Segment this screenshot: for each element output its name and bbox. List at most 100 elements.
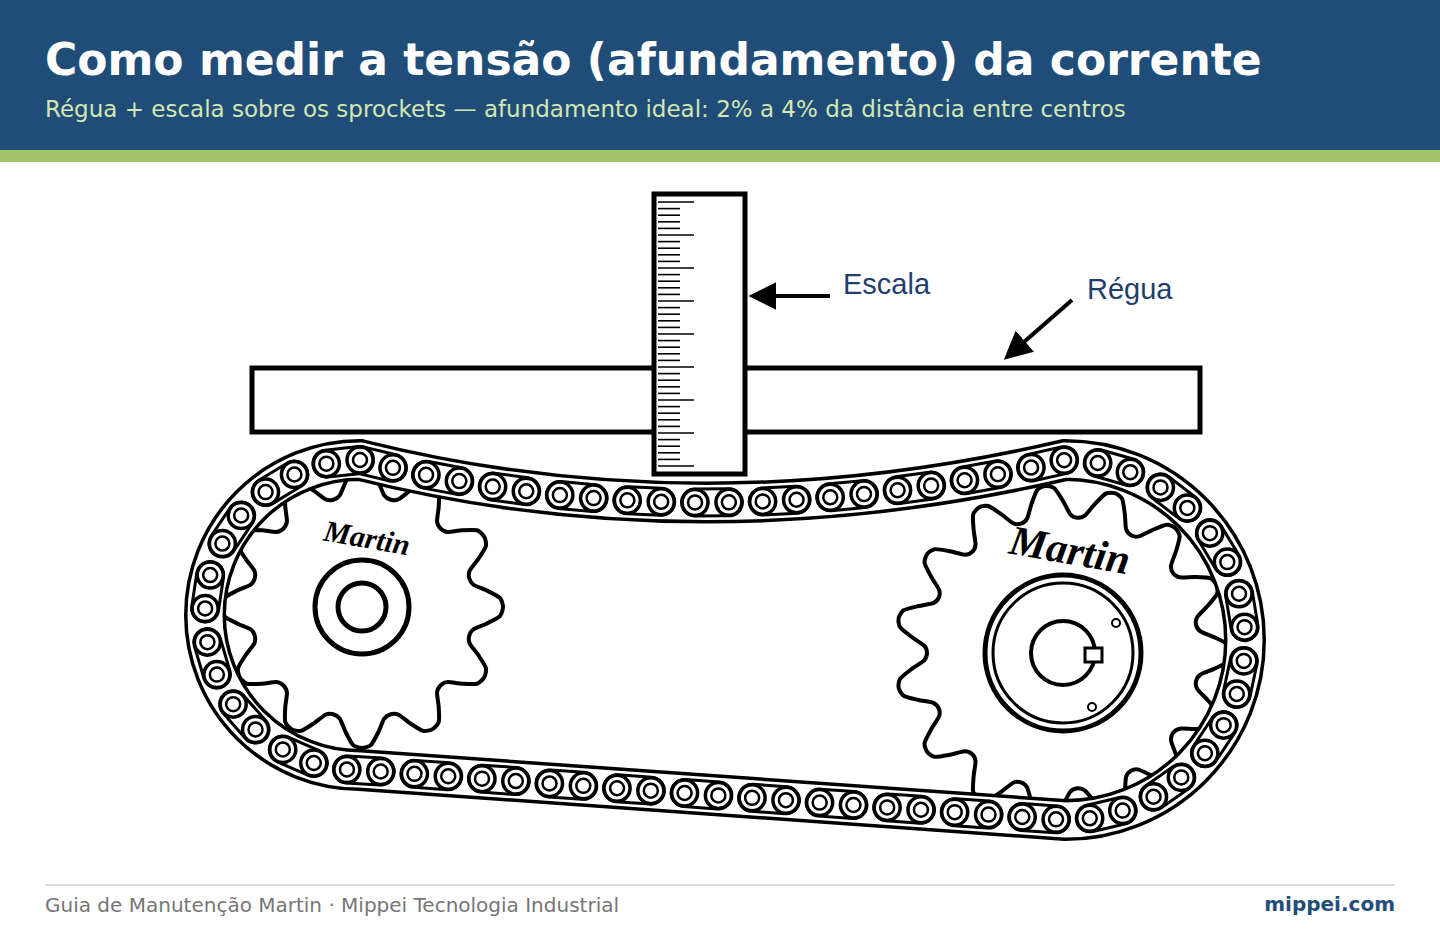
pin — [475, 772, 489, 786]
scale-tick — [658, 221, 680, 223]
roller — [682, 489, 708, 515]
roller — [1141, 784, 1167, 810]
scale-tick — [658, 274, 680, 276]
roller — [1009, 804, 1035, 830]
roller — [908, 797, 934, 823]
roller — [817, 484, 843, 510]
roller — [784, 487, 810, 513]
scale-tick — [658, 241, 680, 243]
roller — [192, 595, 218, 621]
pin — [553, 488, 567, 502]
roller — [1110, 798, 1136, 824]
roller-chain — [192, 447, 1257, 832]
roller — [1231, 648, 1257, 674]
scale-tick — [658, 327, 680, 329]
roller — [750, 488, 776, 514]
pin — [1203, 526, 1217, 540]
pin — [678, 786, 692, 800]
sprocket-hubs — [315, 560, 1141, 731]
scale-bar — [654, 194, 745, 474]
roller — [1232, 614, 1258, 640]
pin — [924, 479, 938, 493]
pin — [353, 453, 367, 467]
scale-tick — [658, 307, 680, 309]
pin — [1232, 587, 1246, 601]
pin — [319, 457, 333, 471]
scale-tick — [658, 208, 680, 210]
pin — [198, 601, 212, 615]
roller — [1018, 455, 1044, 481]
scale-tick — [658, 294, 680, 296]
pin — [846, 798, 860, 812]
pin — [1049, 812, 1063, 826]
pin — [813, 796, 827, 810]
pin — [857, 487, 871, 501]
chain-plates — [205, 460, 1245, 820]
callout-label: Régua — [1087, 273, 1172, 306]
pin — [386, 461, 400, 475]
roller — [985, 461, 1011, 487]
pin — [1237, 654, 1251, 668]
scale-tick — [658, 234, 694, 236]
callout-label: Escala — [843, 268, 930, 301]
roller — [537, 770, 563, 796]
pin — [1015, 810, 1029, 824]
pin — [981, 808, 995, 822]
footer-link: mippei.com — [1264, 892, 1395, 916]
roller — [1224, 681, 1250, 707]
scale-tick — [658, 280, 680, 282]
pin — [756, 494, 770, 508]
roller — [840, 792, 866, 818]
roller — [270, 736, 296, 762]
pin — [1116, 804, 1130, 818]
scale-tick — [658, 313, 680, 315]
roller — [194, 629, 220, 655]
pin — [543, 776, 557, 790]
roller — [1168, 764, 1194, 790]
scale-tick — [658, 439, 680, 441]
scale-tick — [658, 399, 694, 401]
roller — [570, 773, 596, 799]
leader-arrow — [754, 294, 830, 298]
pin — [1198, 746, 1212, 760]
pin — [509, 774, 523, 788]
scale-tick — [658, 228, 680, 230]
scale-tick — [658, 247, 680, 249]
scale-tick — [658, 379, 680, 381]
roller — [334, 756, 360, 782]
pin — [486, 480, 500, 494]
pin — [226, 697, 240, 711]
pin — [1153, 480, 1167, 494]
roller — [1085, 450, 1111, 476]
pin — [991, 467, 1005, 481]
pin — [711, 788, 725, 802]
scale-tick — [658, 261, 680, 263]
pin — [287, 468, 301, 482]
roller — [716, 489, 742, 515]
pin — [948, 805, 962, 819]
pin — [1083, 811, 1097, 825]
pin — [610, 781, 624, 795]
pin — [1147, 790, 1161, 804]
scale-tick — [658, 452, 680, 454]
header-band — [0, 0, 1440, 150]
roller — [918, 473, 944, 499]
scale-tick — [658, 393, 680, 395]
roller — [975, 802, 1001, 828]
roller — [301, 750, 327, 776]
pin — [234, 508, 248, 522]
roller — [503, 768, 529, 794]
scale-tick — [658, 201, 694, 203]
sprocket — [898, 486, 1231, 820]
roller — [705, 782, 731, 808]
scale-tick — [658, 386, 680, 388]
pin — [722, 495, 736, 509]
scale-tick — [658, 459, 680, 461]
roller — [480, 474, 506, 500]
scale-tick — [658, 419, 680, 421]
roller — [228, 502, 254, 528]
roller — [604, 775, 630, 801]
pin — [1091, 456, 1105, 470]
roller — [1147, 474, 1173, 500]
